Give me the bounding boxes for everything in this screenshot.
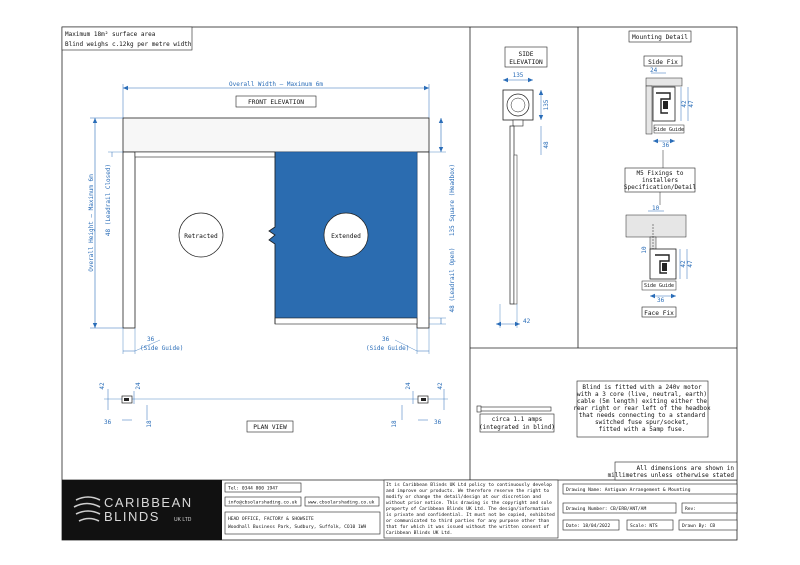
motor-tube xyxy=(478,406,552,412)
motor-info-line-1: Blind is fitted with a 240v motor xyxy=(582,384,702,391)
side-fix-guide-label: Side Guide xyxy=(654,127,684,133)
extended-marker xyxy=(323,212,369,258)
face-fix-guide-label: Side Guide xyxy=(644,283,674,289)
title-block: CARIBBEAN BLINDS UK LTD Tel: 0344 800 19… xyxy=(62,479,738,540)
motor-info-line-7: fitted with a 5amp fuse. xyxy=(599,426,686,433)
policy-line-3: modify or change the detail/design at ou… xyxy=(386,494,541,500)
motor-info-line-6: switched fuse spur/socket, xyxy=(595,419,689,426)
plan-view-title: PLAN VIEW xyxy=(253,424,287,431)
notes-box: Maximum 18m² surface area Blind weighs c… xyxy=(61,26,193,51)
side-fix-label: Side Fix xyxy=(648,59,678,66)
fixings-line-3: Specification/Detail xyxy=(624,184,697,191)
side-guide-left xyxy=(122,151,136,329)
leadrail-closed-dim: 48 (Leadrail Closed) xyxy=(105,164,112,236)
policy-line-5: property of Caribbean Blinds UK Ltd. The… xyxy=(386,506,549,512)
retracted-marker xyxy=(178,212,224,258)
plan-dim-18-left: 18 xyxy=(146,420,153,428)
logo-text-suffix: UK LTD xyxy=(174,517,192,523)
motor-section: circa 1.1 amps (integrated in blind) Bli… xyxy=(476,380,738,481)
leadrail-closed xyxy=(134,151,276,158)
side-elevation-title-1: SIDE xyxy=(519,51,534,58)
policy-line-2: and improve our products. We therefore r… xyxy=(386,488,549,494)
motor-info-line-4: rear right or rear left of the headbox xyxy=(573,405,711,412)
side-dim-48: 48 xyxy=(543,141,550,149)
side-guide-profile xyxy=(509,125,515,305)
policy-line-6: is private and confidential. It must not… xyxy=(386,512,555,518)
side-fix-dim-47: 47 xyxy=(688,100,695,108)
drawing-date: Date: 18/04/2022 xyxy=(566,523,610,529)
face-fix-dim-36: 36 xyxy=(657,297,665,304)
fixings-line-1: M5 Fixings to xyxy=(637,170,684,177)
plan-dim-24-left: 24 xyxy=(135,382,142,390)
fixings-line-2: installers xyxy=(642,177,679,184)
headbox-dim: 135 Square (Headbox) xyxy=(449,164,456,236)
plan-view: 42 24 36 18 42 24 36 18 PLAN VIEW xyxy=(99,382,448,433)
face-fix-dim-42: 42 xyxy=(680,260,687,268)
face-fix-dim-47: 47 xyxy=(687,260,694,268)
email-link[interactable]: info@cbsolarshading.co.uk xyxy=(228,500,297,506)
side-elevation: SIDE ELEVATION 135 135 48 42 xyxy=(496,46,550,328)
drawing-scale: Scale: NTS xyxy=(630,523,658,529)
face-fix-dim-10: 10 xyxy=(652,205,660,212)
dimensions-note-2: millimetres unless otherwise stated xyxy=(608,472,735,479)
side-dim-135-right: 135 xyxy=(543,99,550,110)
mounting-detail: Mounting Detail Side Fix 24 42 47 Side G… xyxy=(624,30,697,318)
drawing-name: Drawing Name: Antiguan Arrangement & Mou… xyxy=(566,487,691,493)
plan-dim-36-right: 36 xyxy=(434,419,442,426)
leadrail-open-dim: 48 (Leadrail Open) xyxy=(449,247,456,312)
motor-amps-line-2: (integrated in blind) xyxy=(479,424,555,431)
motor-info-line-5: that needs connecting to a standard xyxy=(579,412,706,419)
note-surface-area: Maximum 18m² surface area xyxy=(65,31,156,38)
overall-height-label: Overall Height – Maximum 6m xyxy=(88,174,95,272)
drawing-number: Drawing Number: CB/ERB/ANT/AM xyxy=(566,506,646,512)
policy-line-8: that for which it was issued without the… xyxy=(386,524,549,530)
side-elevation-title-2: ELEVATION xyxy=(509,59,543,66)
overall-width-label: Overall Width – Maximum 6m xyxy=(229,81,323,88)
logo-text-caribbean: CARIBBEAN xyxy=(104,495,193,510)
website-link[interactable]: www.cbsolarshading.co.uk xyxy=(308,500,375,506)
revision: Rev: xyxy=(685,506,696,512)
motor-info-line-2: with a 3 core (live, neutral, earth) xyxy=(577,391,707,398)
motor-amps-line-1: circa 1.1 amps xyxy=(492,416,543,423)
headbox xyxy=(122,117,430,153)
side-fix-dim-24: 24 xyxy=(650,67,658,74)
motor-info-line-3: cable (5m length) exiting either the xyxy=(577,398,707,405)
side-dim-135-top: 135 xyxy=(513,72,524,79)
policy-line-9: Caribbean Blinds UK Ltd. xyxy=(386,530,452,536)
policy-line-1: It is Caribbean Blinds UK Ltd policy to … xyxy=(386,482,552,488)
side-guide-label-left: (Side Guide) xyxy=(140,345,183,352)
office-line-2: Woodhall Business Park, Sudbury, Suffolk… xyxy=(228,524,367,530)
plan-dim-24-right: 24 xyxy=(405,382,412,390)
leadrail-open xyxy=(274,317,418,325)
tel-text: Tel: 0344 800 1947 xyxy=(228,486,278,492)
plan-dim-36-left: 36 xyxy=(104,419,112,426)
side-guide-label-right: (Side Guide) xyxy=(366,345,409,352)
logo-panel xyxy=(62,480,222,540)
policy-line-7: or communicated to third parties for any… xyxy=(386,518,549,524)
plan-dim-42-left: 42 xyxy=(99,382,106,390)
face-fix-label: Face Fix xyxy=(644,310,674,317)
plan-dim-42-right: 42 xyxy=(437,382,444,390)
dimensions-note-1: All dimensions are shown in xyxy=(636,465,734,472)
retracted-label: Retracted xyxy=(184,233,218,240)
side-dim-42: 42 xyxy=(523,318,531,325)
policy-line-4: without prior notice. This drawing is th… xyxy=(386,500,552,506)
note-weight: Blind weighs c.12kg per metre width xyxy=(65,41,192,48)
extended-label: Extended xyxy=(331,233,361,240)
side-guide-dim-left: 36 xyxy=(147,336,155,343)
side-fix-dim-36: 36 xyxy=(662,142,670,149)
caribbean-logo-icon xyxy=(73,496,101,522)
front-elevation-title: FRONT ELEVATION xyxy=(248,99,304,106)
plan-dim-18-right: 18 xyxy=(391,420,398,428)
face-fix-dim-10-vertical: 10 xyxy=(641,246,648,254)
drawn-by: Drawn By: CB xyxy=(682,523,715,529)
mounting-detail-title: Mounting Detail xyxy=(632,34,688,41)
logo-text-blinds: BLINDS xyxy=(104,509,160,524)
front-elevation: Overall Width – Maximum 6m FRONT ELEVATI… xyxy=(88,81,456,354)
side-guide-right xyxy=(416,151,430,329)
side-guide-dim-right: 36 xyxy=(382,336,390,343)
side-fix-dim-42: 42 xyxy=(681,100,688,108)
office-line-1: HEAD OFFICE, FACTORY & SHOWSITE xyxy=(228,516,314,522)
